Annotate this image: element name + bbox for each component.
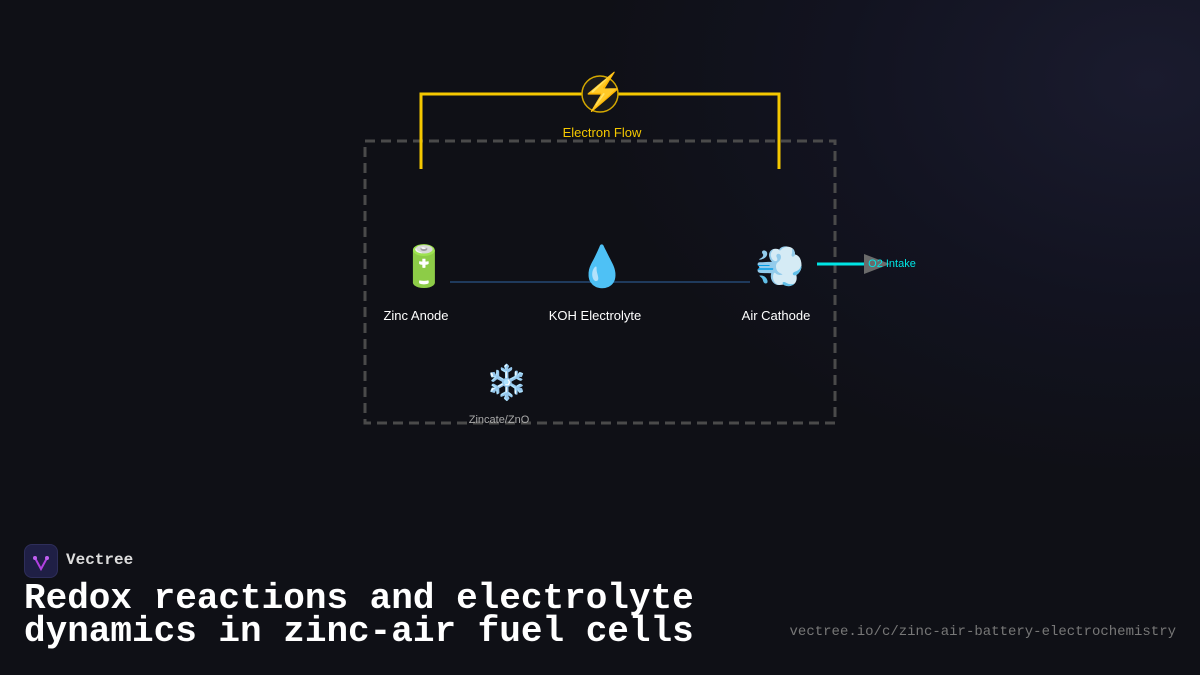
lightning-badge	[581, 75, 619, 113]
o2-intake-label: O2 Intake	[868, 258, 916, 270]
lightning-icon: ⚡	[580, 71, 626, 112]
title-line-2: dynamics in zinc-air fuel cells	[24, 611, 694, 652]
battery-icon: 🔋	[399, 245, 449, 289]
zincate-label: Zincate/ZnO	[468, 414, 530, 426]
page-title: Redox reactions and electrolyte dynamics…	[24, 578, 694, 652]
vectree-logo	[24, 544, 58, 578]
zinc-anode-label: Zinc Anode	[383, 308, 449, 323]
snowflake-icon: ❄️	[485, 364, 529, 402]
air-cathode-label: Air Cathode	[741, 308, 811, 323]
title-line-1: Redox reactions and electrolyte	[24, 578, 694, 619]
brand-name: Vectree	[66, 551, 134, 569]
koh-electrolyte-label: KOH Electrolyte	[548, 308, 642, 323]
source-url: vectree.io/c/zinc-air-battery-electroche…	[789, 624, 1176, 640]
electron-flow-label: Electron Flow	[562, 125, 642, 140]
droplet-icon: 💧	[577, 245, 627, 289]
wind-icon: 💨	[755, 245, 805, 289]
cell-boundary	[363, 139, 837, 425]
o2-intake-arrow	[864, 254, 890, 274]
